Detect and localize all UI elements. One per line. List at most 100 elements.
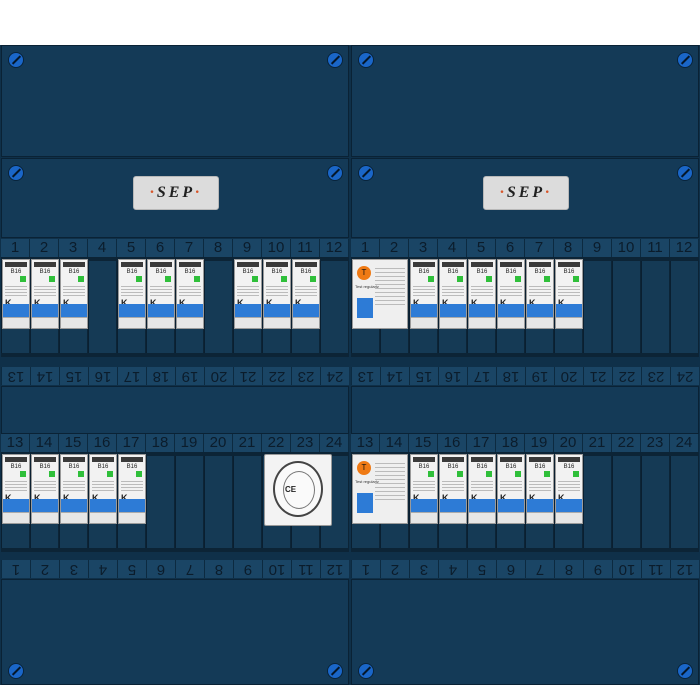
- middle-cover-panel: [1, 386, 349, 434]
- spec-text: [413, 286, 435, 296]
- spec-text: [150, 286, 172, 296]
- module-number: 24: [670, 434, 699, 452]
- breaker-toggle[interactable]: [61, 304, 87, 318]
- breaker-toggle[interactable]: [3, 499, 29, 513]
- breaker-toggle[interactable]: [556, 499, 582, 513]
- spec-text: [179, 286, 201, 296]
- module-number: 21: [583, 367, 612, 385]
- curve-mark: K: [500, 493, 507, 503]
- brand-strip: [63, 457, 85, 462]
- module-number: 11: [641, 560, 670, 578]
- screw-icon: [8, 165, 24, 181]
- sep-logo: ·SEP·: [483, 176, 569, 210]
- module-number: 9: [233, 560, 262, 578]
- spec-text: [92, 481, 114, 491]
- module-number: 19: [525, 367, 554, 385]
- breaker-toggle[interactable]: [90, 499, 116, 513]
- module-number: 13: [1, 434, 30, 452]
- breaker-toggle[interactable]: [32, 499, 58, 513]
- module-number: 16: [438, 367, 467, 385]
- rcd-toggle[interactable]: [357, 298, 373, 318]
- breaker-toggle[interactable]: [119, 499, 145, 513]
- breaker-rating: B16: [505, 269, 517, 275]
- breaker-toggle[interactable]: [235, 304, 261, 318]
- test-button[interactable]: T: [357, 266, 371, 280]
- breaker-toggle[interactable]: [469, 304, 495, 318]
- module-number: 5: [467, 560, 496, 578]
- test-button[interactable]: T: [357, 461, 371, 475]
- breaker-toggle[interactable]: [440, 304, 466, 318]
- breaker-toggle[interactable]: [293, 304, 319, 318]
- module-number: 13: [351, 434, 380, 452]
- breaker-toggle[interactable]: [498, 304, 524, 318]
- rcd-toggle[interactable]: [357, 493, 373, 513]
- breaker-toggle[interactable]: [527, 304, 553, 318]
- module-number: 1: [1, 239, 30, 257]
- status-led: [486, 276, 492, 282]
- status-led: [78, 471, 84, 477]
- breaker-toggle[interactable]: [411, 304, 437, 318]
- breaker-toggle[interactable]: [148, 304, 174, 318]
- din-socket[interactable]: CE: [264, 454, 332, 526]
- module-number: 18: [146, 434, 175, 452]
- terminal-base: [411, 512, 437, 523]
- spec-text: [529, 286, 551, 296]
- breaker-toggle[interactable]: [498, 499, 524, 513]
- breaker-toggle[interactable]: [411, 499, 437, 513]
- module-number: 10: [262, 560, 291, 578]
- module-number: 6: [146, 560, 175, 578]
- breaker-toggle[interactable]: [32, 304, 58, 318]
- breaker-toggle[interactable]: [177, 304, 203, 318]
- terminal-base: [469, 512, 495, 523]
- breaker-toggle[interactable]: [556, 304, 582, 318]
- module-number: 20: [554, 434, 583, 452]
- module-number: 6: [496, 560, 525, 578]
- brand-strip: [413, 457, 435, 462]
- empty-module-slot: [88, 261, 116, 353]
- curve-mark: K: [5, 493, 12, 503]
- breaker-toggle[interactable]: [440, 499, 466, 513]
- status-led: [281, 276, 287, 282]
- breaker-toggle[interactable]: [61, 499, 87, 513]
- curve-mark: K: [121, 493, 128, 503]
- brand-strip: [266, 262, 288, 267]
- breaker-rating: B16: [447, 269, 459, 275]
- breaker-toggle[interactable]: [264, 304, 290, 318]
- breaker-rating: B16: [534, 464, 546, 470]
- breaker-toggle[interactable]: [119, 304, 145, 318]
- curve-mark: K: [529, 298, 536, 308]
- breaker-toggle[interactable]: [3, 304, 29, 318]
- breaker-toggle[interactable]: [527, 499, 553, 513]
- middle-cover-panel: [351, 386, 699, 434]
- breaker-toggle[interactable]: [469, 499, 495, 513]
